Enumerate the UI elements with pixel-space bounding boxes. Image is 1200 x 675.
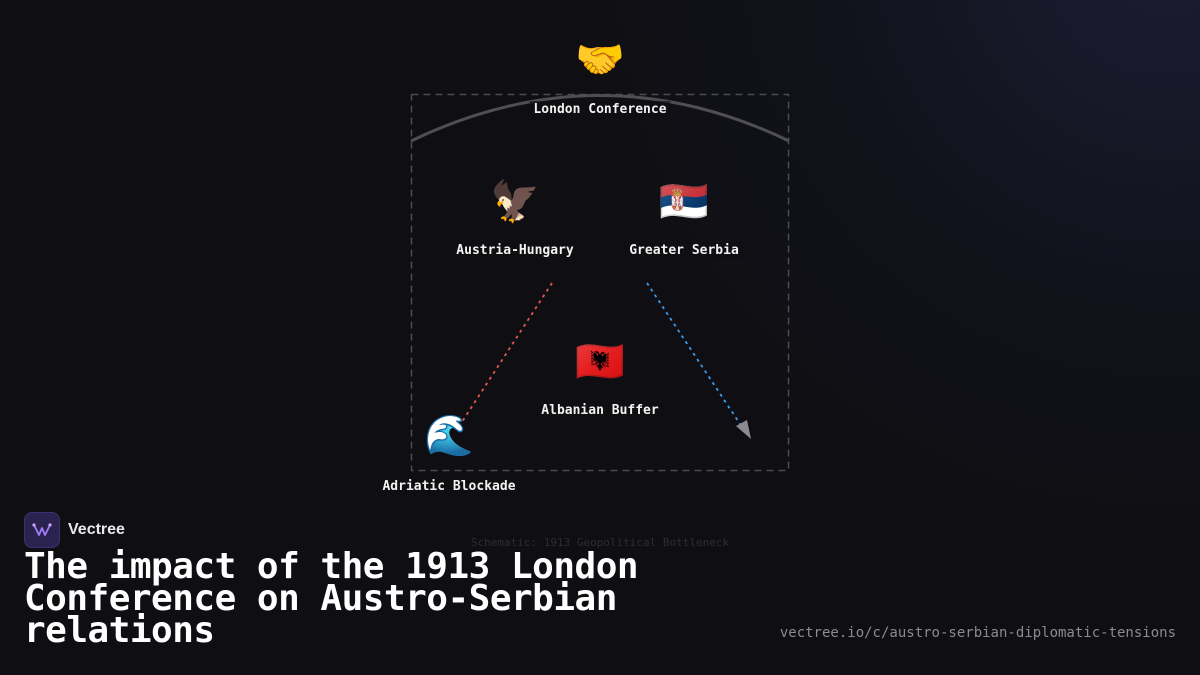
frame-box — [410, 93, 790, 472]
source-url: vectree.io/c/austro-serbian-diplomatic-t… — [779, 625, 1176, 641]
node-label-london: London Conference — [529, 101, 671, 118]
node-label-serbia: Greater Serbia — [625, 242, 743, 259]
arrowhead-icon — [736, 420, 751, 439]
vectree-logo-icon — [24, 512, 60, 548]
handshake-icon: 🤝 — [575, 37, 625, 83]
albania-flag-icon: 🇦🇱 — [575, 339, 625, 385]
page-title: The impact of the 1913 London Conference… — [24, 546, 639, 651]
edge-serbia-arrow — [646, 282, 743, 428]
node-label-austria: Austria-Hungary — [452, 242, 578, 259]
node-label-adriatic: Adriatic Blockade — [378, 478, 520, 495]
brand-name: Vectree — [68, 521, 125, 538]
diagram-caption: Schematic: 1913 Geopolitical Bottleneck — [470, 536, 730, 549]
brand: Vectree — [24, 512, 125, 548]
serbia-flag-icon: 🇷🇸 — [659, 179, 709, 225]
edge-austria-adriatic — [457, 282, 553, 429]
background-glow — [560, 0, 1200, 560]
wave-icon: 🌊 — [424, 413, 474, 459]
eagle-icon: 🦅 — [490, 179, 540, 225]
node-label-albania: Albanian Buffer — [537, 402, 663, 419]
conference-arc — [410, 94, 790, 143]
